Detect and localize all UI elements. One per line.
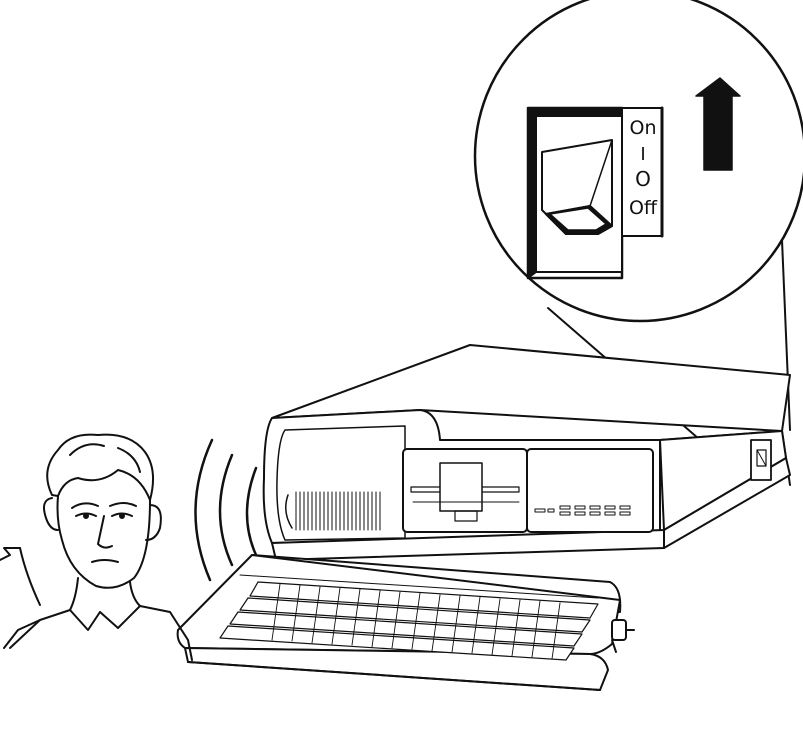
magnified-switch-housing	[528, 108, 622, 278]
on-label-text: On	[630, 117, 657, 139]
keyboard-cable-connector	[612, 620, 634, 652]
on-symbol: I	[640, 144, 645, 165]
keyboard	[178, 555, 634, 690]
system-unit	[264, 345, 790, 560]
person-head	[0, 435, 192, 660]
magnified-view	[475, 0, 803, 321]
side-power-switch	[751, 440, 771, 480]
diskette-drive	[403, 449, 653, 532]
off-symbol: O	[635, 167, 651, 191]
off-label: Off	[629, 197, 658, 219]
